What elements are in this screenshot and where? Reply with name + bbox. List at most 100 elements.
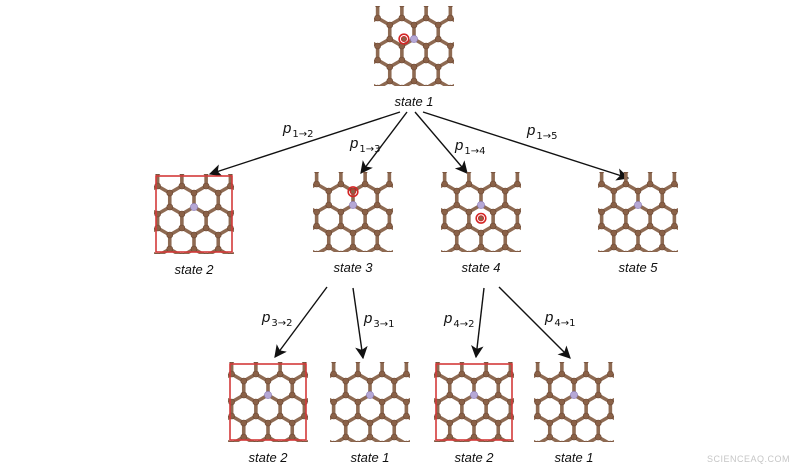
lattice-atoms	[374, 6, 454, 86]
carbon-atom	[354, 398, 362, 406]
bond	[529, 184, 541, 191]
carbon-atom	[240, 391, 248, 399]
bond	[522, 395, 534, 402]
carbon-atom	[534, 398, 541, 406]
dopant-atom	[477, 201, 485, 209]
lattice-bonds	[154, 165, 234, 254]
bond	[493, 163, 505, 170]
carbon-atom	[441, 222, 448, 230]
carbon-atom	[276, 412, 284, 420]
bond	[522, 416, 534, 423]
carbon-atom	[594, 377, 602, 385]
bond	[418, 374, 430, 381]
bond	[401, 205, 413, 212]
carbon-atom	[166, 203, 174, 211]
carbon-atom	[378, 370, 386, 378]
lattice-atoms	[228, 362, 308, 442]
carbon-atom	[354, 412, 362, 420]
lattice-bonds	[330, 353, 430, 442]
state-node-n6: state 2	[228, 353, 328, 465]
transition-n4-n9: p4→1	[498, 286, 575, 359]
bond	[445, 163, 457, 170]
state-node-n7: state 1	[330, 353, 430, 465]
carbon-atom	[546, 391, 554, 399]
bond	[462, 60, 474, 67]
carbon-atom	[386, 180, 393, 188]
bond	[686, 205, 698, 212]
highlight-ring	[475, 212, 487, 224]
carbon-atom	[361, 208, 369, 216]
bond	[370, 353, 382, 360]
carbon-atom	[179, 252, 185, 254]
bond	[280, 353, 292, 360]
carbon-atom	[658, 243, 666, 251]
bond	[622, 437, 634, 444]
carbon-atom	[634, 229, 642, 237]
carbon-atom	[570, 433, 578, 441]
state-node-n5: state 5	[598, 172, 698, 275]
carbon-atom	[338, 250, 344, 252]
state-label: state 4	[461, 260, 500, 275]
bond	[529, 247, 541, 254]
carbon-atom	[634, 243, 642, 251]
carbon-atom	[178, 224, 186, 232]
transition-arrow	[498, 286, 571, 359]
state-label: state 1	[394, 94, 433, 109]
bond	[486, 353, 498, 360]
carbon-atom	[465, 208, 473, 216]
lattice-bonds	[434, 353, 534, 442]
bond	[378, 0, 390, 4]
highlight-ring	[398, 33, 410, 45]
carbon-atom	[494, 433, 502, 441]
dopant-atom	[410, 35, 418, 43]
bond	[358, 353, 370, 360]
carbon-atom	[330, 412, 337, 420]
carbon-atom	[190, 245, 198, 253]
lattice-bonds	[313, 172, 413, 252]
carbon-atom	[314, 172, 320, 174]
highlighted-atom	[477, 215, 485, 222]
carbon-atom	[610, 201, 618, 209]
bond	[462, 18, 474, 25]
state-node-n8: state 2	[434, 353, 534, 465]
bond	[346, 353, 358, 360]
transition-n1-n3: p1→3	[349, 111, 408, 175]
carbon-atom	[447, 42, 454, 50]
bond	[170, 165, 182, 172]
carbon-atom	[658, 201, 666, 209]
dopant-atom	[570, 391, 578, 399]
bond	[418, 416, 430, 423]
carbon-atom	[403, 440, 409, 442]
graphene-lattice	[434, 353, 534, 442]
carbon-atom	[435, 440, 441, 442]
bond	[462, 81, 474, 88]
state-node-n9: state 1	[534, 362, 634, 465]
carbon-atom	[190, 231, 198, 239]
carbon-atom	[423, 84, 429, 86]
transition-n3-n7: p3→1	[352, 287, 394, 360]
bond	[330, 439, 334, 442]
carbon-atom	[314, 250, 320, 252]
watermark: SCIENCEAQ.COM	[707, 454, 790, 464]
carbon-atom	[229, 362, 235, 364]
carbon-atom	[366, 419, 374, 427]
carbon-atom	[362, 250, 368, 252]
carbon-atom	[373, 229, 381, 237]
carbon-atom	[482, 370, 490, 378]
bond	[622, 374, 634, 381]
bond	[389, 249, 393, 252]
carbon-atom	[227, 252, 233, 254]
bond	[316, 374, 328, 381]
probability-subscript: 3→1	[373, 319, 394, 330]
dopant-atom	[349, 201, 357, 209]
carbon-atom	[375, 84, 381, 86]
bond	[686, 247, 698, 254]
carbon-atom	[446, 419, 454, 427]
carbon-atom	[507, 440, 513, 442]
carbon-atom	[458, 412, 466, 420]
carbon-atom	[647, 172, 653, 174]
dopant-atom	[634, 201, 642, 209]
carbon-atom	[598, 222, 605, 230]
bond	[505, 163, 517, 170]
